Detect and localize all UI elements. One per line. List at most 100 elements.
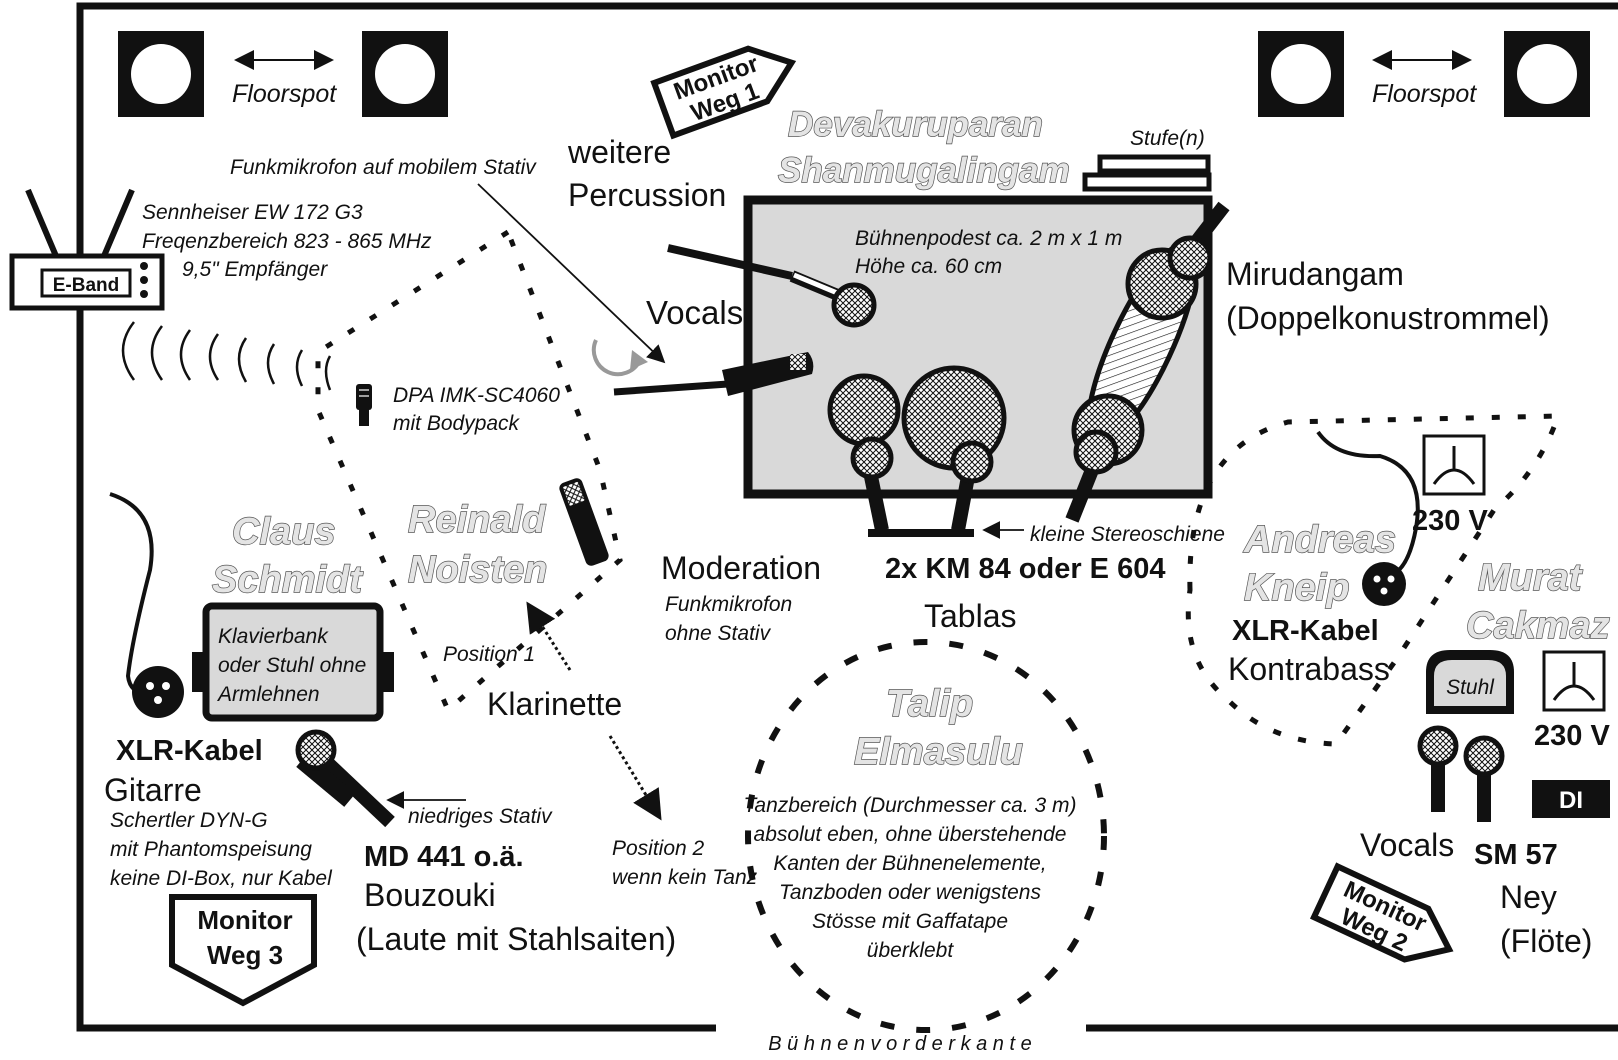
floorspot-left-1 bbox=[118, 31, 204, 117]
stand-mic-icon bbox=[591, 339, 814, 396]
moderation-line1: Funkmikrofon bbox=[665, 593, 792, 616]
radio-waves bbox=[121, 321, 332, 391]
receiver-e-band: E-Band bbox=[9, 188, 165, 311]
klarinette-label: Klarinette bbox=[487, 686, 622, 722]
km84-label: 2x KM 84 oder E 604 bbox=[885, 553, 1165, 585]
niedriges-stativ-label: niedriges Stativ bbox=[408, 805, 553, 828]
di-box bbox=[1532, 780, 1610, 818]
tanzbereich-line1: Tanzbereich (Durchmesser ca. 3 m) bbox=[743, 794, 1076, 817]
position2-line1: Position 2 bbox=[612, 837, 705, 860]
tanzbereich-line5: Stösse mit Gaffatape bbox=[812, 910, 1008, 933]
ney-line2: (Flöte) bbox=[1500, 923, 1592, 959]
klavierbank-line2: oder Stuhl ohne bbox=[218, 654, 366, 677]
moderation-line2: ohne Stativ bbox=[665, 622, 772, 645]
position1-arrow bbox=[526, 601, 572, 671]
andreas-line1: Andreas bbox=[1243, 519, 1396, 561]
talip-line2: Elmasulu bbox=[854, 731, 1023, 773]
power-socket-2-icon bbox=[1542, 650, 1606, 712]
stuhl bbox=[1426, 650, 1514, 714]
vocals-mic-icon bbox=[667, 244, 877, 328]
power-socket-1-icon bbox=[1422, 434, 1486, 496]
vocals-center-label: Vocals bbox=[646, 294, 743, 331]
xlr-gitarre-instrument: Gitarre bbox=[104, 772, 202, 808]
bouzouki-line1: Bouzouki bbox=[364, 877, 496, 913]
power-2-label: 230 V bbox=[1534, 720, 1610, 752]
xlr-gitarre-title: XLR-Kabel bbox=[116, 735, 263, 767]
stufen bbox=[1082, 154, 1212, 192]
sm57-mic-icon bbox=[1463, 735, 1505, 822]
floorspot-right-2 bbox=[1504, 31, 1590, 117]
klavierbank bbox=[192, 602, 394, 722]
di-label: DI bbox=[1559, 787, 1583, 814]
position2-arrow bbox=[608, 735, 662, 821]
mirudangam-line1: Mirudangam bbox=[1226, 256, 1404, 292]
dpa-line2: mit Bodypack bbox=[393, 412, 521, 435]
monitor-weg-3-line2: Weg 3 bbox=[207, 940, 283, 970]
floorspot-right-label: Floorspot bbox=[1372, 80, 1477, 108]
klavierbank-line1: Klavierbank bbox=[218, 625, 329, 648]
mirudangam-line2: (Doppelkonustrommel) bbox=[1226, 300, 1550, 336]
weitere-line1: weitere bbox=[567, 134, 671, 170]
receiver-line3: 9,5" Empfänger bbox=[182, 258, 328, 281]
reinald-line1: Reinald bbox=[408, 499, 546, 541]
xlr-kontrabass-instrument: Kontrabass bbox=[1228, 651, 1390, 687]
ney-line1: Ney bbox=[1500, 879, 1557, 915]
klavierbank-line3: Armlehnen bbox=[216, 683, 320, 706]
talip-line1: Talip bbox=[886, 683, 973, 725]
xlr-gitarre-line2: mit Phantomspeisung bbox=[110, 838, 312, 861]
guitar-cable bbox=[109, 492, 154, 696]
monitor-weg-1: Monitor Weg 1 bbox=[650, 45, 797, 140]
devakuruparan-line2: Shanmugalingam bbox=[778, 151, 1070, 190]
stage-outline bbox=[76, 2, 1618, 1032]
position1-label: Position 1 bbox=[443, 643, 535, 666]
receiver-line1: Sennheiser EW 172 G3 bbox=[142, 201, 363, 224]
xlr-gitarre-line3: keine DI-Box, nur Kabel bbox=[110, 867, 333, 890]
monitor-weg-2: Monitor Weg 2 bbox=[1309, 862, 1454, 963]
xlr-connector-right-icon bbox=[1362, 562, 1406, 606]
tablas-label: Tablas bbox=[924, 598, 1017, 634]
floorspot-left-label: Floorspot bbox=[232, 80, 337, 108]
handheld-mic-icon bbox=[559, 478, 609, 566]
monitor-weg-3-line1: Monitor bbox=[197, 905, 292, 935]
tablas-drums bbox=[827, 365, 1007, 537]
kontrabass-cable bbox=[1316, 430, 1420, 578]
tanzbereich-line6: überklebt bbox=[867, 939, 955, 962]
floorspot-right-1 bbox=[1258, 31, 1344, 117]
receiver-line2: Freqenzbereich 823 - 865 MHz bbox=[142, 230, 432, 253]
md441-label: MD 441 o.ä. bbox=[364, 841, 524, 873]
reinald-line2: Noisten bbox=[408, 549, 547, 591]
xlr-gitarre-line1: Schertler DYN-G bbox=[110, 809, 268, 832]
claus-line2: Schmidt bbox=[212, 559, 363, 601]
bouzouki-line2: (Laute mit Stahlsaiten) bbox=[356, 921, 676, 957]
tanzbereich-line4: Tanzboden oder wenigstens bbox=[779, 881, 1041, 904]
sm57-label: SM 57 bbox=[1474, 839, 1558, 871]
vocals-right-mic-icon bbox=[1417, 725, 1459, 812]
weitere-line2: Percussion bbox=[568, 177, 726, 213]
buehnenpodest-line2: Höhe ca. 60 cm bbox=[855, 255, 1002, 278]
position2-line2: wenn kein Tanz bbox=[612, 866, 758, 889]
receiver-label: E-Band bbox=[53, 275, 120, 296]
tanzbereich-line3: Kanten der Bühnenelemente, bbox=[773, 852, 1046, 875]
monitor-weg-3: Monitor Weg 3 bbox=[169, 894, 317, 1007]
funkmikrofon-stativ-arrow bbox=[477, 183, 666, 364]
vocals-right-label: Vocals bbox=[1360, 827, 1454, 863]
murat-line2: Cakmaz bbox=[1466, 605, 1610, 647]
buehnenpodest-line1: Bühnenpodest ca. 2 m x 1 m bbox=[855, 227, 1122, 250]
andreas-line2: Kneip bbox=[1244, 567, 1350, 609]
floorspot-left-2 bbox=[362, 31, 448, 117]
bouzouki-mic-icon bbox=[295, 729, 395, 828]
buehnenvorderkante-label: B ü h n e n v o r d e r k a n t e bbox=[768, 1033, 1031, 1055]
tanzbereich-line2: absolut eben, ohne überstehende bbox=[754, 823, 1067, 846]
murat-line1: Murat bbox=[1478, 557, 1583, 599]
stufe-label: Stufe(n) bbox=[1130, 127, 1205, 150]
dpa-mic-icon bbox=[356, 384, 372, 426]
devakuruparan-line1: Devakuruparan bbox=[788, 105, 1043, 144]
xlr-kontrabass-title: XLR-Kabel bbox=[1232, 615, 1379, 647]
andreas-area bbox=[1185, 413, 1562, 747]
mirudangam-drum bbox=[1065, 201, 1230, 523]
dpa-line1: DPA IMK-SC4060 bbox=[393, 384, 560, 407]
power-1-label: 230 V bbox=[1412, 505, 1488, 537]
funkmikrofon-stativ-label: Funkmikrofon auf mobilem Stativ bbox=[230, 156, 537, 179]
